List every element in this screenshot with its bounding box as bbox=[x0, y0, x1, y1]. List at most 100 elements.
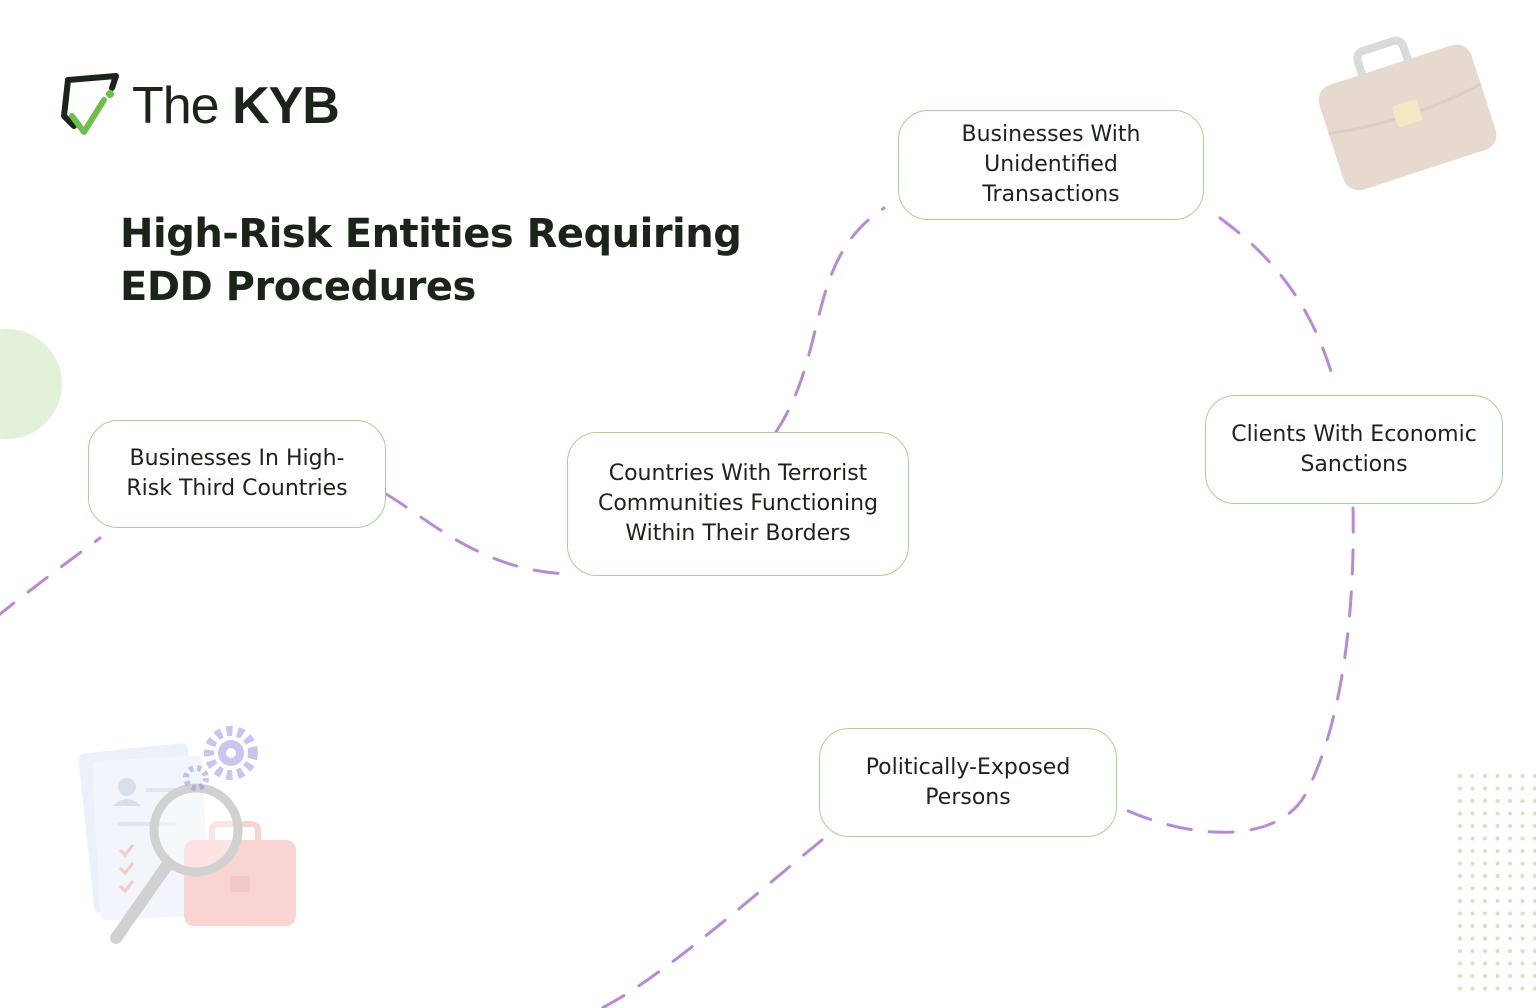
grid-dot bbox=[1483, 874, 1487, 878]
grid-dot bbox=[1520, 799, 1525, 803]
grid-dot bbox=[1458, 849, 1462, 853]
dot-grid bbox=[1458, 774, 1536, 991]
grid-dot bbox=[1533, 986, 1536, 991]
grid-dot bbox=[1495, 774, 1500, 778]
grid-dot bbox=[1495, 799, 1500, 803]
grid-dot bbox=[1495, 824, 1500, 828]
grid-dot bbox=[1483, 961, 1487, 966]
grid-dot bbox=[1533, 811, 1536, 816]
grid-dot bbox=[1470, 861, 1475, 866]
node-label: Businesses With Unidentified Transaction… bbox=[961, 122, 1141, 207]
grid-dot bbox=[1533, 799, 1536, 803]
node-label: Businesses In High-Risk Third Countries bbox=[126, 446, 348, 501]
connector-segment bbox=[0, 536, 102, 616]
grid-dot bbox=[1470, 774, 1475, 778]
grid-dot bbox=[1508, 886, 1512, 891]
connector-segment bbox=[384, 492, 569, 576]
brand-prefix: The bbox=[132, 77, 220, 135]
grid-dot bbox=[1483, 986, 1487, 991]
grid-dot bbox=[1495, 849, 1500, 853]
grid-dot bbox=[1495, 786, 1500, 791]
grid-dot bbox=[1520, 811, 1525, 816]
green-circle-decoration bbox=[0, 329, 62, 439]
grid-dot bbox=[1458, 799, 1462, 803]
grid-dot bbox=[1470, 986, 1475, 991]
grid-dot bbox=[1533, 824, 1536, 828]
grid-dot bbox=[1470, 874, 1475, 878]
grid-dot bbox=[1470, 824, 1475, 828]
connector-segment bbox=[1218, 216, 1335, 380]
grid-dot bbox=[1508, 799, 1512, 803]
grid-dot bbox=[1495, 874, 1500, 878]
page-title: High-Risk Entities Requiring EDD Procedu… bbox=[120, 208, 760, 314]
grid-dot bbox=[1483, 774, 1487, 778]
node-terrorist-communities: Countries With Terrorist Communities Fun… bbox=[567, 432, 909, 576]
grid-dot bbox=[1495, 811, 1500, 816]
grid-dot bbox=[1520, 986, 1525, 991]
title-line-2: EDD Procedures bbox=[120, 264, 476, 310]
grid-dot bbox=[1508, 774, 1512, 778]
brand-logo: The KYB bbox=[60, 72, 340, 140]
grid-dot bbox=[1458, 899, 1462, 903]
grid-dot bbox=[1533, 974, 1536, 978]
grid-dot bbox=[1508, 899, 1512, 903]
grid-dot bbox=[1508, 849, 1512, 853]
grid-dot bbox=[1483, 861, 1487, 866]
grid-dot bbox=[1483, 799, 1487, 803]
grid-dot bbox=[1458, 936, 1462, 941]
node-label: Clients With Economic Sanctions bbox=[1231, 421, 1477, 477]
grid-dot bbox=[1495, 961, 1500, 966]
briefcase-icon bbox=[1318, 36, 1497, 191]
grid-dot bbox=[1508, 861, 1512, 866]
grid-dot bbox=[1483, 886, 1487, 891]
grid-dot bbox=[1470, 836, 1475, 841]
grid-dot bbox=[1520, 886, 1525, 891]
node-politically-exposed-persons: Politically-Exposed Persons bbox=[819, 728, 1117, 837]
grid-dot bbox=[1533, 949, 1536, 953]
grid-dot bbox=[1520, 899, 1525, 903]
grid-dot bbox=[1508, 949, 1512, 953]
grid-dot bbox=[1483, 924, 1487, 928]
grid-dot bbox=[1520, 911, 1525, 916]
grid-dot bbox=[1470, 949, 1475, 953]
grid-dot bbox=[1520, 924, 1525, 928]
grid-dot bbox=[1508, 874, 1512, 878]
grid-dot bbox=[1458, 886, 1462, 891]
grid-dot bbox=[1458, 786, 1462, 791]
grid-dot bbox=[1483, 811, 1487, 816]
grid-dot bbox=[1533, 911, 1536, 916]
grid-dot bbox=[1470, 886, 1475, 891]
grid-dot bbox=[1470, 911, 1475, 916]
brand-wordmark: The KYB bbox=[132, 77, 340, 135]
grid-dot bbox=[1508, 974, 1512, 978]
connector-segment bbox=[598, 838, 824, 1008]
grid-dot bbox=[1520, 849, 1525, 853]
grid-dot bbox=[1470, 961, 1475, 966]
grid-dot bbox=[1533, 961, 1536, 966]
grid-dot bbox=[1520, 836, 1525, 841]
node-label: Politically-Exposed Persons bbox=[865, 754, 1071, 810]
grid-dot bbox=[1533, 874, 1536, 878]
grid-dot bbox=[1458, 811, 1462, 816]
grid-dot bbox=[1470, 811, 1475, 816]
grid-dot bbox=[1508, 824, 1512, 828]
grid-dot bbox=[1458, 861, 1462, 866]
kyb-shield-check-icon bbox=[61, 73, 119, 135]
grid-dot bbox=[1458, 874, 1462, 878]
gear-icon bbox=[183, 726, 258, 791]
grid-dot bbox=[1508, 911, 1512, 916]
grid-dot bbox=[1483, 849, 1487, 853]
grid-dot bbox=[1533, 849, 1536, 853]
grid-dot bbox=[1483, 786, 1487, 791]
grid-dot bbox=[1458, 986, 1462, 991]
connector-path bbox=[0, 206, 1355, 1008]
grid-dot bbox=[1483, 899, 1487, 903]
grid-dot bbox=[1508, 924, 1512, 928]
grid-dot bbox=[1470, 849, 1475, 853]
grid-dot bbox=[1533, 899, 1536, 903]
grid-dot bbox=[1483, 824, 1487, 828]
grid-dot bbox=[1495, 986, 1500, 991]
grid-dot bbox=[1458, 924, 1462, 928]
grid-dot bbox=[1495, 924, 1500, 928]
